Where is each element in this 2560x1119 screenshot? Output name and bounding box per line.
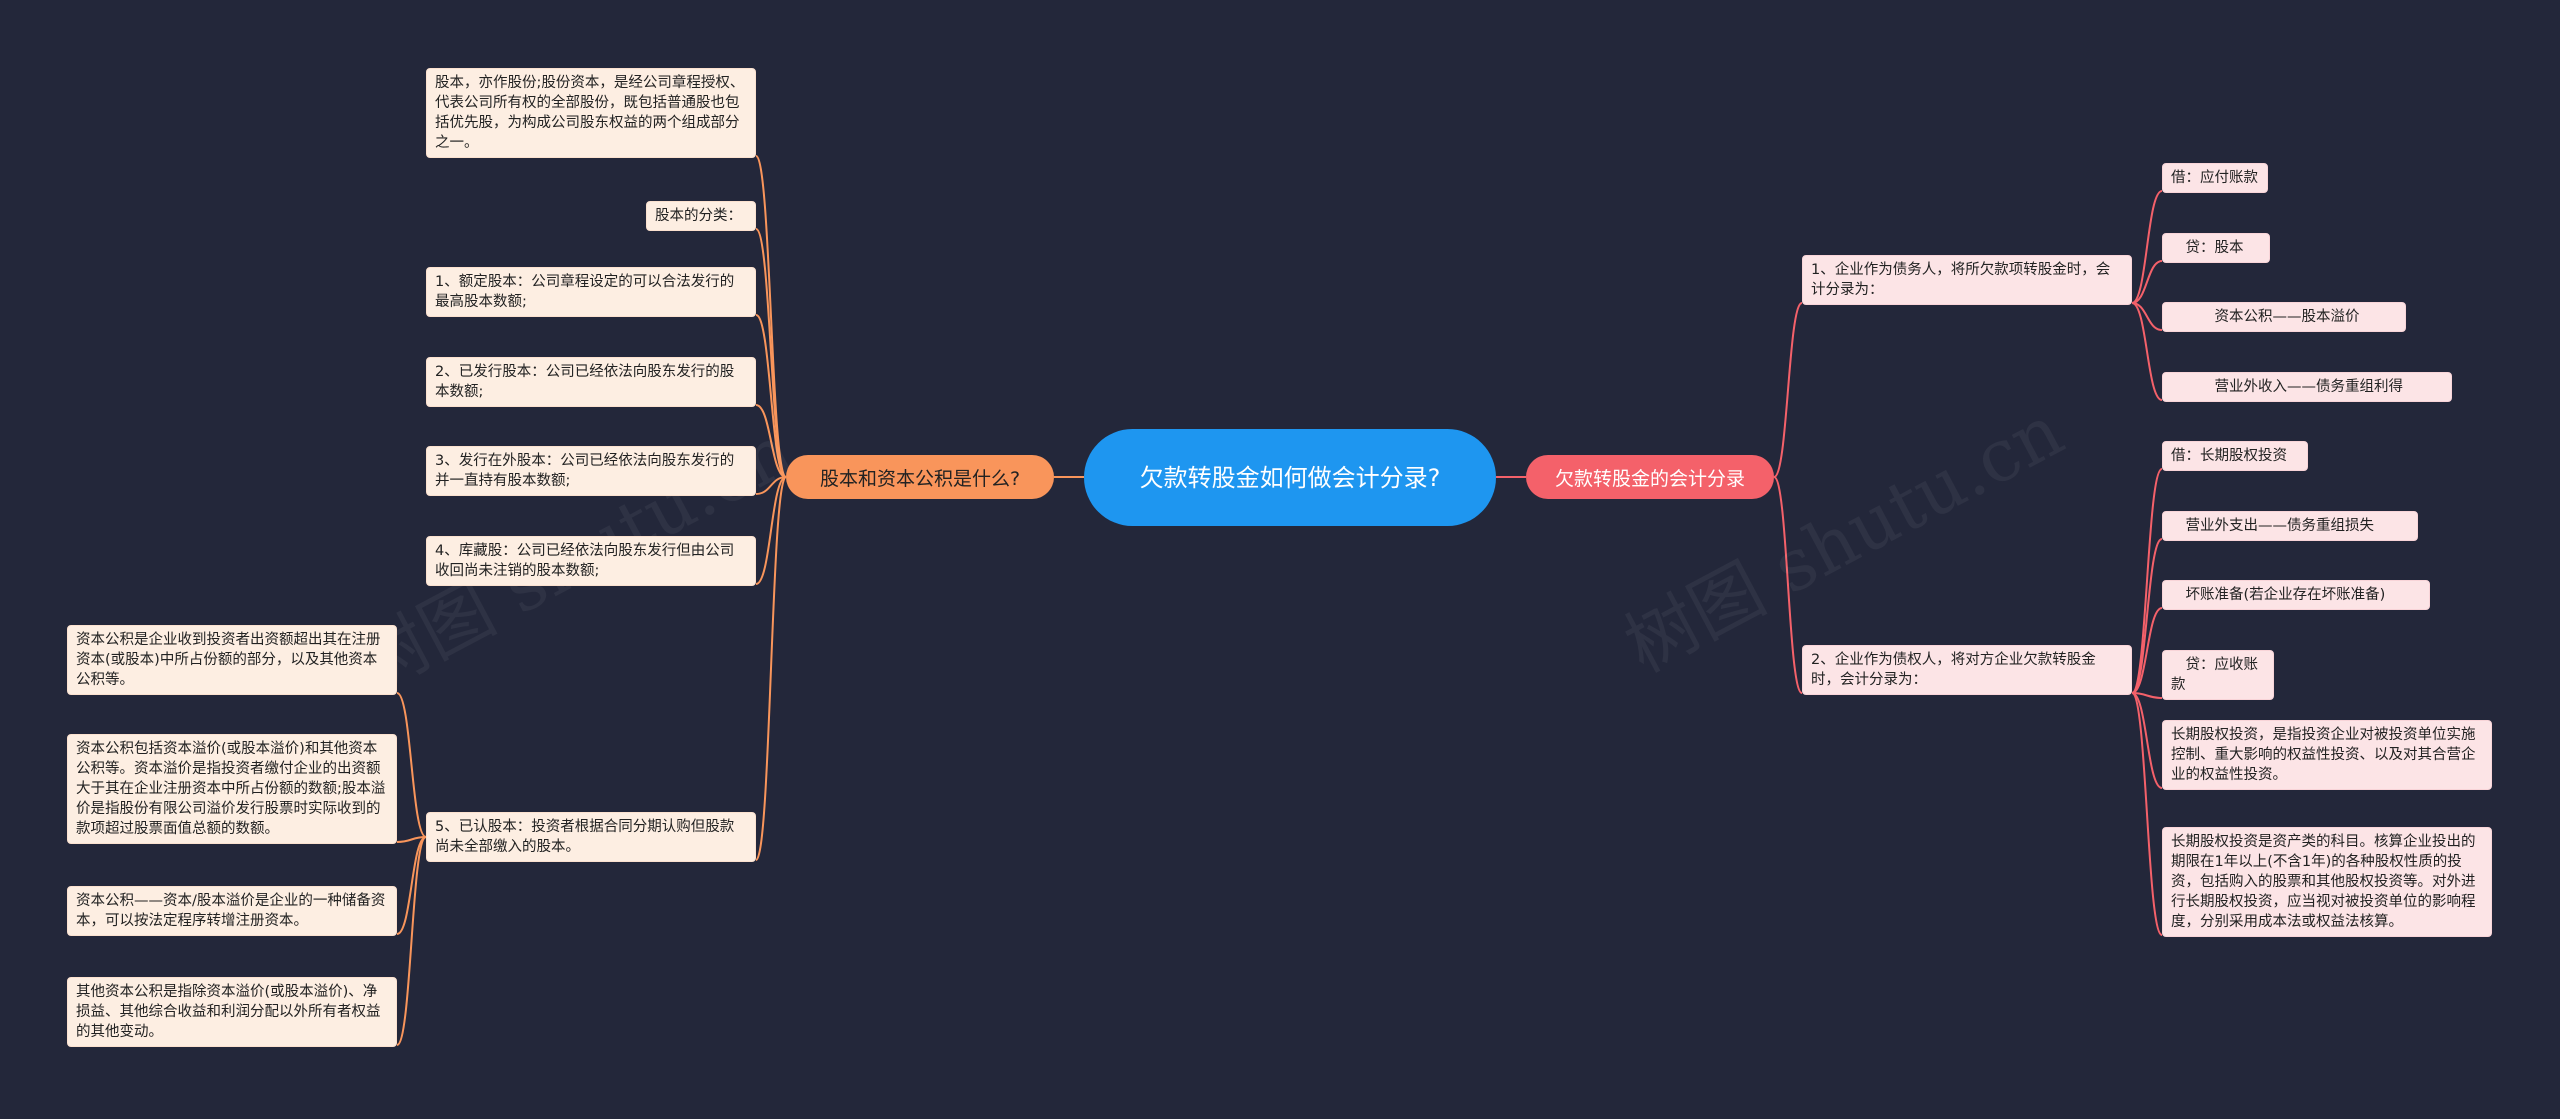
left-item-outstanding[interactable]: 3、发行在外股本：公司已经依法向股东发行的并一直持有股本数额; [426,446,756,496]
line-right-group-creditor [1773,476,1803,694]
note-lt-investment-def[interactable]: 长期股权投资，是指投资企业对被投资单位实施控制、重大影响的权益性投资、以及对其合… [2162,720,2492,790]
sub-item-capital-reserve-def[interactable]: 资本公积是企业收到投资者出资额超出其在注册资本(或股本)中所占份额的部分，以及其… [67,625,397,695]
entry-non-operating-expense[interactable]: 营业外支出——债务重组损失 [2162,511,2418,541]
line-entry-debit-lt-investment [2131,468,2163,694]
left-item-subscribed[interactable]: 5、已认股本：投资者根据合同分期认购但股款尚未全部缴入的股本。 [426,812,756,862]
branch-equity-capital[interactable]: 股本和资本公积是什么? [786,455,1054,499]
sub-item-capital-reserve-types[interactable]: 资本公积包括资本溢价(或股本溢价)和其他资本公积等。资本溢价是指投资者缴付企业的… [67,734,397,844]
left-item-issued[interactable]: 2、已发行股本：公司已经依法向股东发行的股本数额; [426,357,756,407]
line-entry-credit-share-capital [2131,260,2163,304]
entry-debit-accounts-payable[interactable]: 借：应付账款 [2162,163,2268,193]
line-sub-item-premium-reserve [396,836,427,935]
line-entry-bad-debt-reserve [2131,607,2163,694]
sub-item-other-reserve[interactable]: 其他资本公积是指除资本溢价(或股本溢价)、净损益、其他综合收益和利润分配以外所有… [67,977,397,1047]
line-left-item-outstanding [755,476,787,495]
branch-accounting-entries[interactable]: 欠款转股金的会计分录 [1526,455,1774,499]
entry-bad-debt-reserve[interactable]: 坏账准备(若企业存在坏账准备) [2162,580,2430,610]
left-item-treasury[interactable]: 4、库藏股：公司已经依法向股东发行但由公司收回尚未注销的股本数额; [426,536,756,586]
central-topic[interactable]: 欠款转股金如何做会计分录? [1084,429,1496,526]
line-note-lt-investment-def [2131,692,2163,789]
line-left-item-issued [755,404,787,478]
note-lt-investment-account[interactable]: 长期股权投资是资产类的科目。核算企业投出的期限在1年以上(不含1年)的各种股权性… [2162,827,2492,937]
left-item-authorized[interactable]: 1、额定股本：公司章程设定的可以合法发行的最高股本数额; [426,267,756,317]
left-item-share-class[interactable]: 股本的分类： [646,201,756,231]
line-sub-item-other-reserve [396,836,427,1046]
line-right-group-debtor [1773,302,1803,478]
right-group-creditor[interactable]: 2、企业作为债权人，将对方企业欠款转股金时，会计分录为： [1802,645,2132,695]
line-note-lt-investment-account [2131,692,2163,936]
line-entry-non-operating-expense [2131,538,2163,694]
line-left-item-share-capital-def [755,155,787,478]
entry-capital-premium[interactable]: 资本公积——股本溢价 [2162,302,2406,332]
line-left-item-treasury [755,476,787,585]
entry-debit-lt-investment[interactable]: 借：长期股权投资 [2162,441,2308,471]
line-left-item-authorized [755,314,787,478]
line-sub-item-capital-reserve-def [396,692,427,838]
right-group-debtor[interactable]: 1、企业作为债务人，将所欠款项转股金时，会计分录为： [1802,255,2132,305]
entry-credit-receivable[interactable]: 贷：应收账款 [2162,650,2274,700]
line-entry-debit-accounts-payable [2131,190,2163,304]
sub-item-premium-reserve[interactable]: 资本公积——资本/股本溢价是企业的一种储备资本，可以按法定程序转增注册资本。 [67,886,397,936]
line-left-item-share-class [755,228,787,478]
entry-non-operating-income[interactable]: 营业外收入——债务重组利得 [2162,372,2452,402]
left-item-share-capital-def[interactable]: 股本，亦作股份;股份资本，是经公司章程授权、代表公司所有权的全部股份，既包括普通… [426,68,756,158]
line-left-item-subscribed [755,476,787,861]
line-entry-credit-receivable [2131,692,2163,699]
line-sub-item-capital-reserve-types [396,836,427,843]
entry-credit-share-capital[interactable]: 贷：股本 [2162,233,2270,263]
line-entry-non-operating-income [2131,302,2163,401]
